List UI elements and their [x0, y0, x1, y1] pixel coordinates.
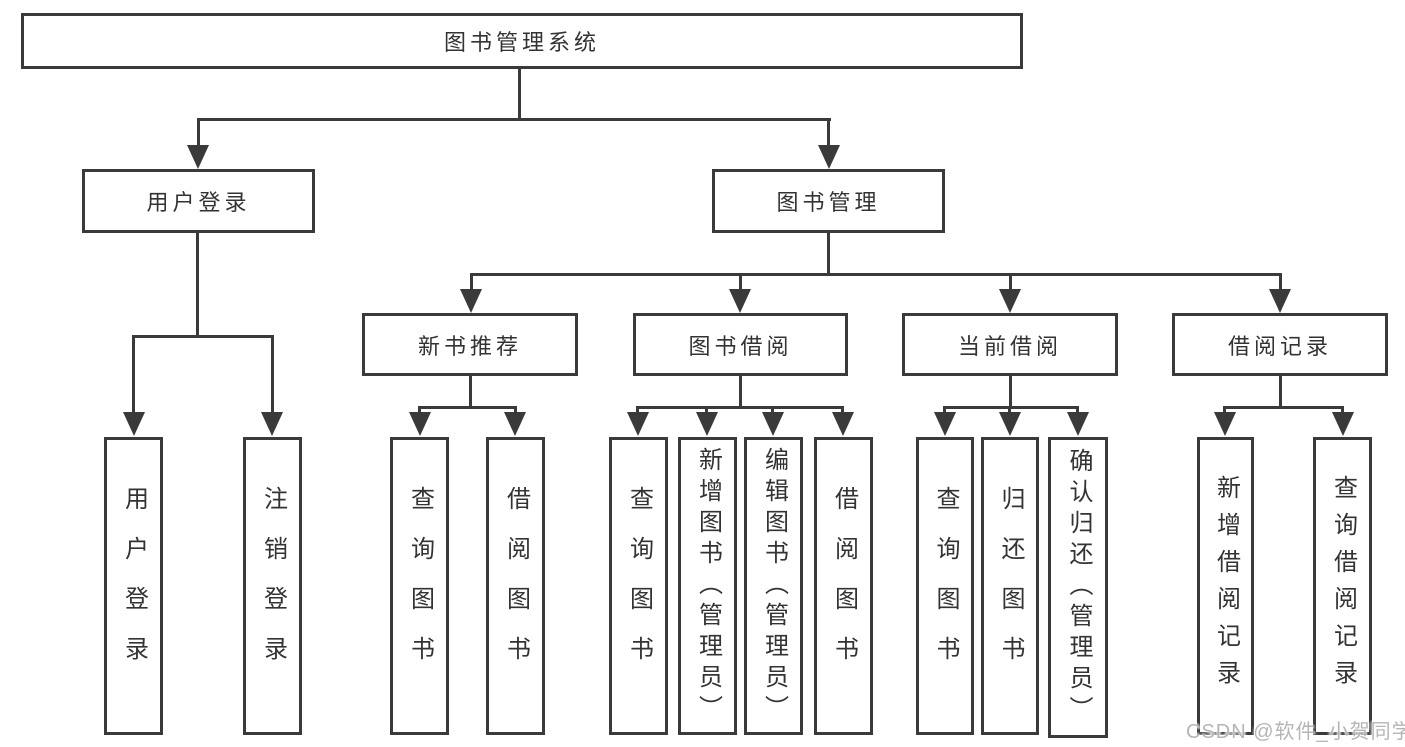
- node-label: 当前借阅: [957, 333, 1062, 359]
- node-book-management: 图书管理: [712, 169, 945, 233]
- leaf-label: 查询借阅记录: [1329, 475, 1357, 697]
- leaf-label: 编辑图书（管理员）: [760, 446, 788, 726]
- connector-line: [133, 335, 274, 338]
- connector-line: [636, 406, 639, 415]
- leaf-confirm-return-admin: 确认归还（管理员）: [1048, 437, 1108, 738]
- connector-line: [197, 118, 200, 148]
- connector-line: [469, 376, 472, 409]
- leaf-add-borrowing-record: 新增借阅记录: [1197, 437, 1254, 735]
- connector-line: [827, 233, 830, 276]
- connector-line: [418, 406, 421, 415]
- arrowhead-icon: [261, 412, 283, 436]
- connector-line: [1076, 406, 1079, 415]
- connector-line: [518, 69, 521, 120]
- leaf-label: 查询图书: [406, 486, 434, 686]
- connector-line: [132, 335, 135, 413]
- leaf-add-books-admin: 新增图书（管理员）: [678, 437, 737, 735]
- leaf-query-borrowing-record: 查询借阅记录: [1313, 437, 1372, 735]
- node-label: 用户登录: [146, 190, 251, 215]
- connector-line: [943, 406, 946, 415]
- arrowhead-icon: [627, 412, 649, 436]
- leaf-label: 注销登录: [259, 486, 287, 686]
- node-user-login: 用户登录: [82, 169, 315, 233]
- connector-line: [945, 406, 1079, 409]
- arrowhead-icon: [187, 145, 209, 169]
- leaf-label: 查询图书: [932, 486, 959, 686]
- arrowhead-icon: [460, 289, 482, 313]
- connector-line: [196, 233, 199, 337]
- leaf-label: 归还图书: [997, 486, 1024, 686]
- node-label: 图书管理: [776, 190, 881, 215]
- arrowhead-icon: [999, 412, 1021, 436]
- connector-line: [771, 406, 774, 415]
- leaf-label: 借阅图书: [502, 486, 530, 686]
- connector-line: [1009, 376, 1012, 409]
- arrowhead-icon: [696, 412, 718, 436]
- connector-line: [1225, 406, 1344, 409]
- node-library-management-system: 图书管理系统: [21, 13, 1023, 69]
- leaf-label: 借阅图书: [830, 486, 858, 686]
- arrowhead-icon: [762, 412, 784, 436]
- arrowhead-icon: [1269, 289, 1291, 313]
- leaf-label: 查询图书: [625, 486, 653, 686]
- leaf-return-books: 归还图书: [981, 437, 1039, 735]
- connector-line: [470, 273, 1282, 276]
- node-label: 新书推荐: [417, 333, 522, 359]
- arrowhead-icon: [1332, 412, 1354, 436]
- leaf-label: 确认归还（管理员）: [1065, 448, 1092, 727]
- arrowhead-icon: [832, 412, 854, 436]
- leaf-label: 用户登录: [120, 486, 148, 686]
- connector-line: [827, 118, 830, 148]
- leaf-borrow-books-borrowing: 借阅图书: [814, 437, 873, 735]
- connector-line: [1223, 406, 1226, 415]
- connector-line: [514, 406, 517, 415]
- node-label: 图书管理系统: [443, 30, 600, 55]
- arrowhead-icon: [504, 412, 526, 436]
- connector-line: [841, 406, 844, 415]
- node-book-borrowing: 图书借阅: [633, 313, 848, 376]
- arrowhead-icon: [729, 289, 751, 313]
- leaf-query-books-current: 查询图书: [916, 437, 974, 735]
- arrowhead-icon: [1214, 412, 1236, 436]
- connector-line: [705, 406, 708, 415]
- leaf-label: 新增图书（管理员）: [694, 446, 722, 726]
- leaf-query-books-borrowing: 查询图书: [609, 437, 668, 735]
- connector-line: [197, 118, 831, 121]
- leaf-logout: 注销登录: [243, 437, 302, 735]
- connector-line: [1341, 406, 1344, 415]
- connector-line: [470, 273, 473, 290]
- connector-line: [739, 273, 742, 290]
- connector-line: [420, 406, 517, 409]
- arrowhead-icon: [818, 145, 840, 169]
- arrowhead-icon: [123, 412, 145, 436]
- arrowhead-icon: [934, 412, 956, 436]
- leaf-label: 新增借阅记录: [1212, 475, 1240, 697]
- csdn-watermark: CSDN @软件_小贺同学: [1186, 721, 1405, 743]
- node-new-book-recommendation: 新书推荐: [362, 313, 578, 376]
- leaf-query-books-recommend: 查询图书: [390, 437, 449, 735]
- connector-line: [638, 406, 844, 409]
- node-borrowing-records: 借阅记录: [1172, 313, 1388, 376]
- arrowhead-icon: [1067, 412, 1089, 436]
- connector-line: [739, 376, 742, 409]
- node-label: 图书借阅: [688, 333, 793, 359]
- node-current-borrowing: 当前借阅: [902, 313, 1118, 376]
- leaf-user-login: 用户登录: [104, 437, 163, 735]
- connector-line: [1009, 273, 1012, 290]
- leaf-borrow-books-recommend: 借阅图书: [486, 437, 545, 735]
- node-label: 借阅记录: [1227, 333, 1332, 359]
- connector-line: [1279, 376, 1282, 409]
- connector-line: [1279, 273, 1282, 290]
- connector-line: [271, 335, 274, 413]
- connector-line: [1008, 406, 1011, 415]
- arrowhead-icon: [999, 289, 1021, 313]
- arrowhead-icon: [409, 412, 431, 436]
- leaf-edit-books-admin: 编辑图书（管理员）: [744, 437, 803, 735]
